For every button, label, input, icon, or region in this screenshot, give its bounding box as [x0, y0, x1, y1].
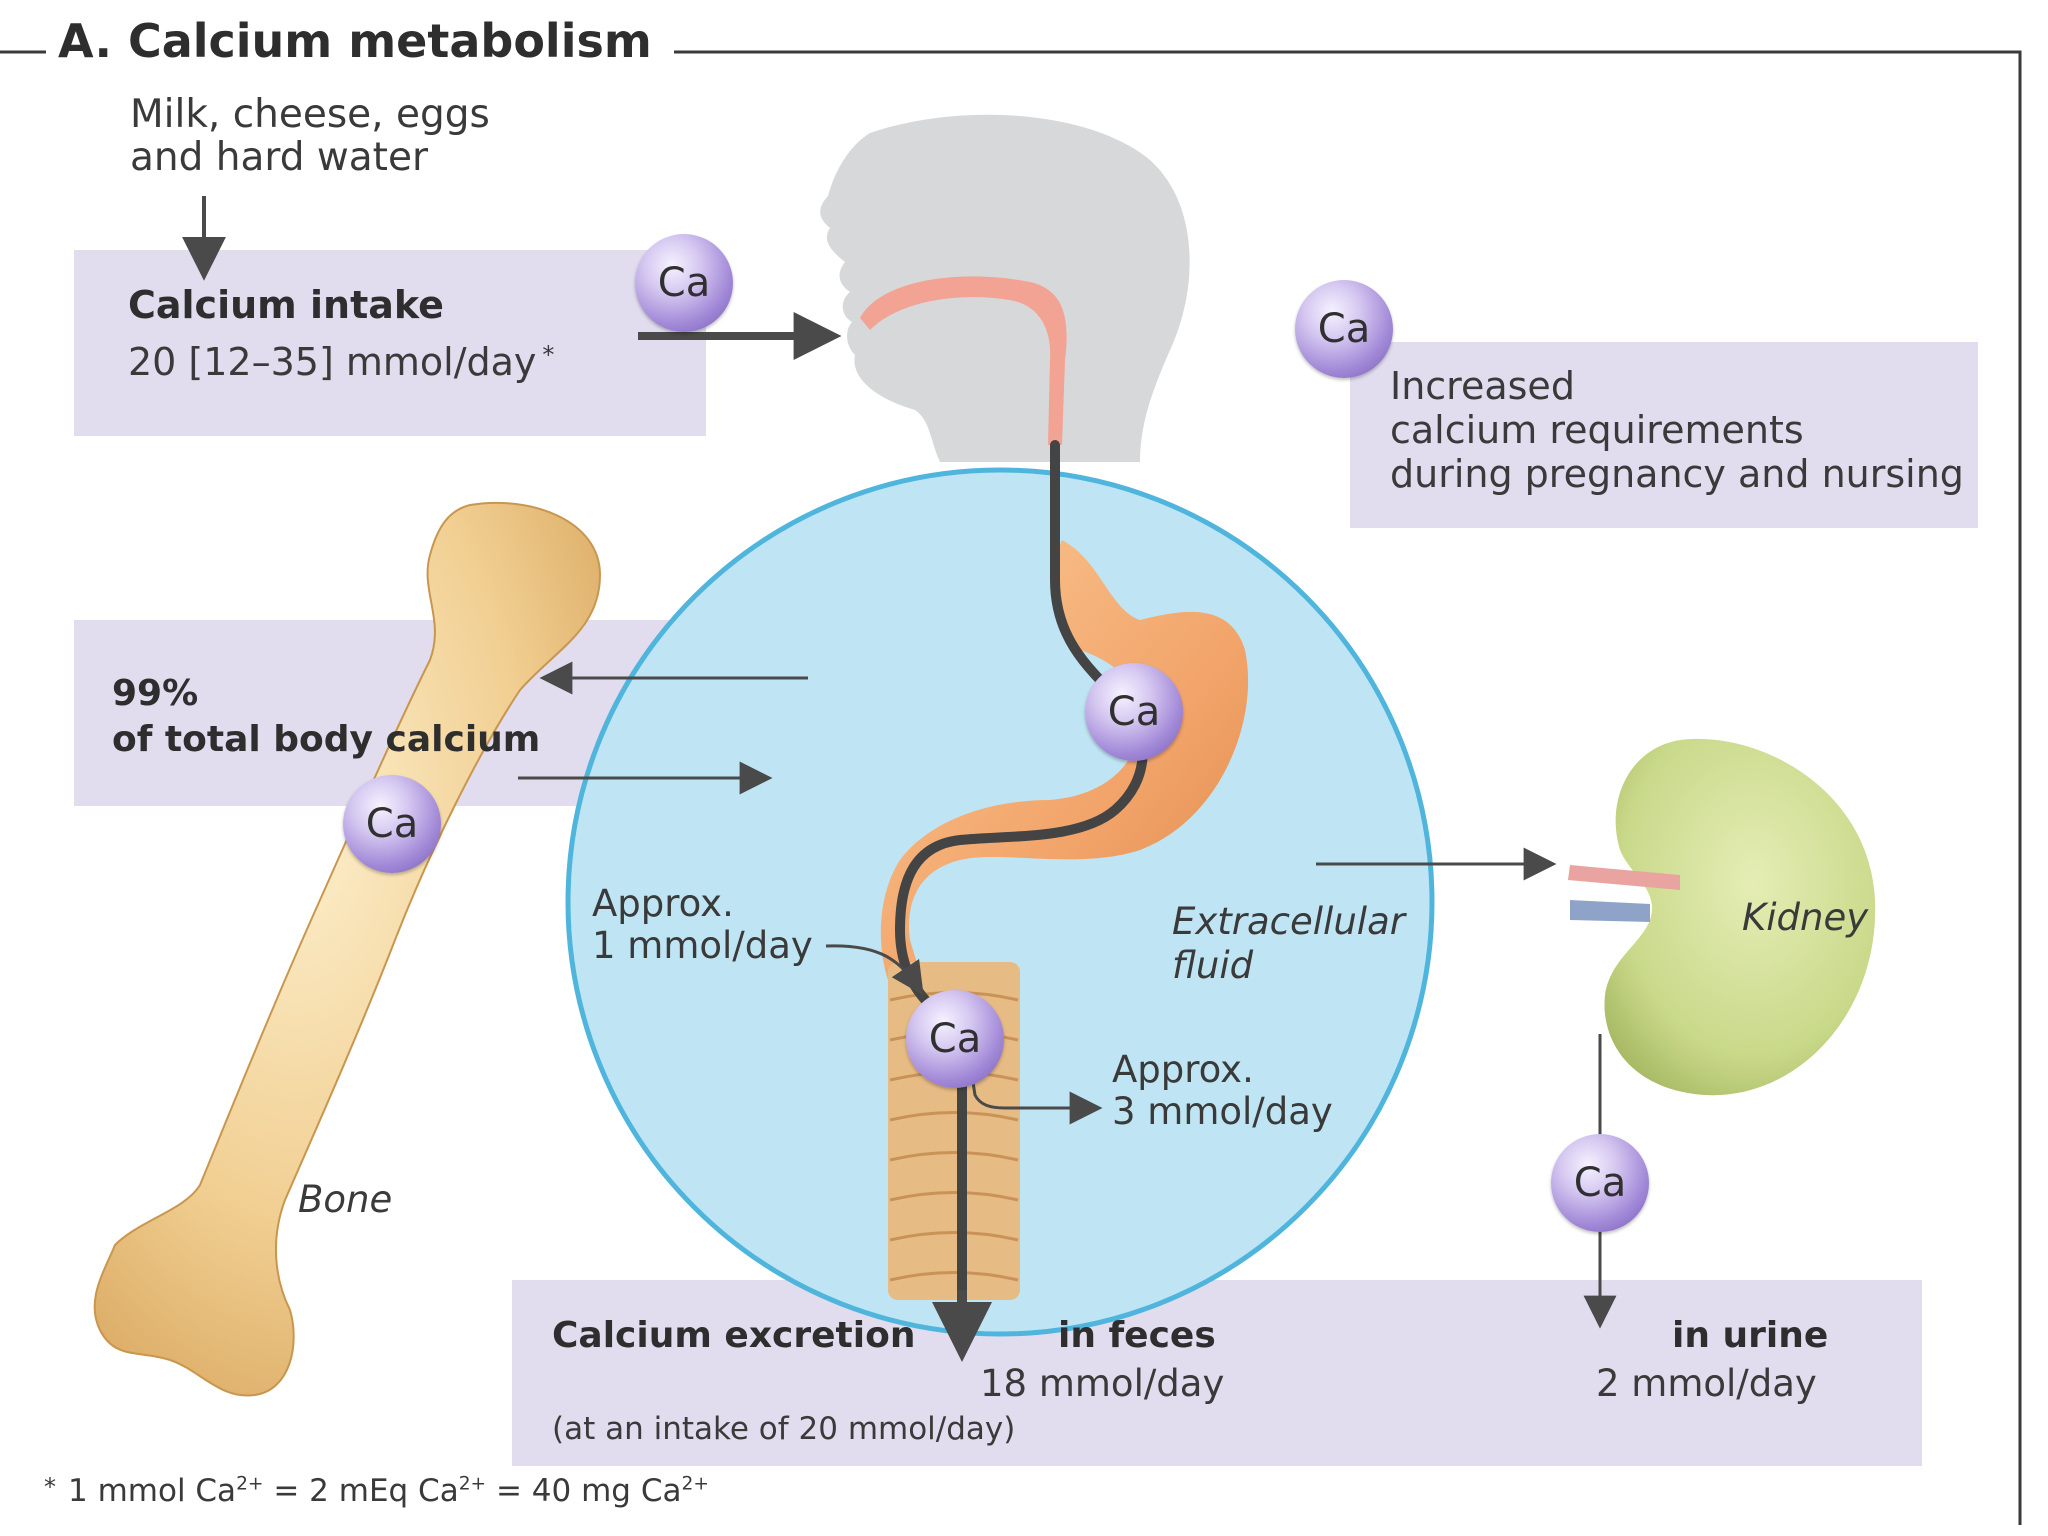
stomach: [880, 540, 1249, 980]
pregnancy-panel: [1350, 342, 1978, 528]
secretion-line2: 1 mmol/day: [592, 924, 813, 967]
intake-value: 20 [12–35] mmol/day*: [128, 340, 555, 384]
footnote: *1 mmol Ca2+ = 2 mEq Ca2+ = 40 mg Ca2+: [44, 1473, 709, 1509]
pregnancy-line2: calcium requirements: [1390, 408, 1804, 452]
kidney-shape: [1604, 738, 1876, 1096]
bone-percent: 99%: [112, 673, 199, 714]
diagram-title: A. Calcium metabolism: [46, 16, 674, 67]
ca-ion-urine: Ca: [1551, 1134, 1649, 1232]
bone-percent-text: of total body calcium: [112, 719, 541, 760]
secretion-line1: Approx.: [592, 882, 734, 925]
excretion-panel: [512, 1280, 1922, 1466]
bone-label: Bone: [298, 1178, 393, 1221]
renal-vessels: [1568, 865, 1680, 890]
pregnancy-line1: Increased: [1390, 364, 1575, 408]
absorption-line2: 3 mmol/day: [1112, 1090, 1333, 1133]
ecf-label-line1: Extracellular: [1172, 900, 1405, 943]
ca-ion-pregnancy: Ca: [1295, 280, 1393, 378]
urine-label: in urine: [1672, 1315, 1829, 1356]
food-sources-line2: and hard water: [130, 135, 429, 180]
excretion-label: Calcium excretion: [552, 1315, 916, 1356]
absorption-line1: Approx.: [1112, 1048, 1254, 1091]
absorption-arrow: [966, 1049, 1103, 1125]
feces-value: 18 mmol/day: [980, 1362, 1225, 1405]
esophagus: [860, 276, 1067, 445]
ca-ion-stomach: Ca: [1085, 663, 1183, 761]
ecf-label-line2: fluid: [1172, 944, 1254, 987]
intake-label: Calcium intake: [128, 283, 444, 327]
food-sources-line1: Milk, cheese, eggs: [130, 92, 490, 137]
intake-panel: [74, 250, 706, 436]
bone-shape: [93, 501, 602, 1397]
pregnancy-line3: during pregnancy and nursing: [1390, 452, 1964, 496]
urine-value: 2 mmol/day: [1596, 1362, 1817, 1405]
ca-ion-intestine: Ca: [906, 990, 1004, 1088]
kidney-label: Kidney: [1742, 896, 1869, 939]
ca-ion-intake: Ca: [635, 234, 733, 332]
excretion-note: (at an intake of 20 mmol/day): [552, 1411, 1016, 1447]
feces-label: in feces: [1058, 1315, 1216, 1356]
secretion-arrow: [825, 944, 924, 996]
ca-ion-bone: Ca: [343, 775, 441, 873]
